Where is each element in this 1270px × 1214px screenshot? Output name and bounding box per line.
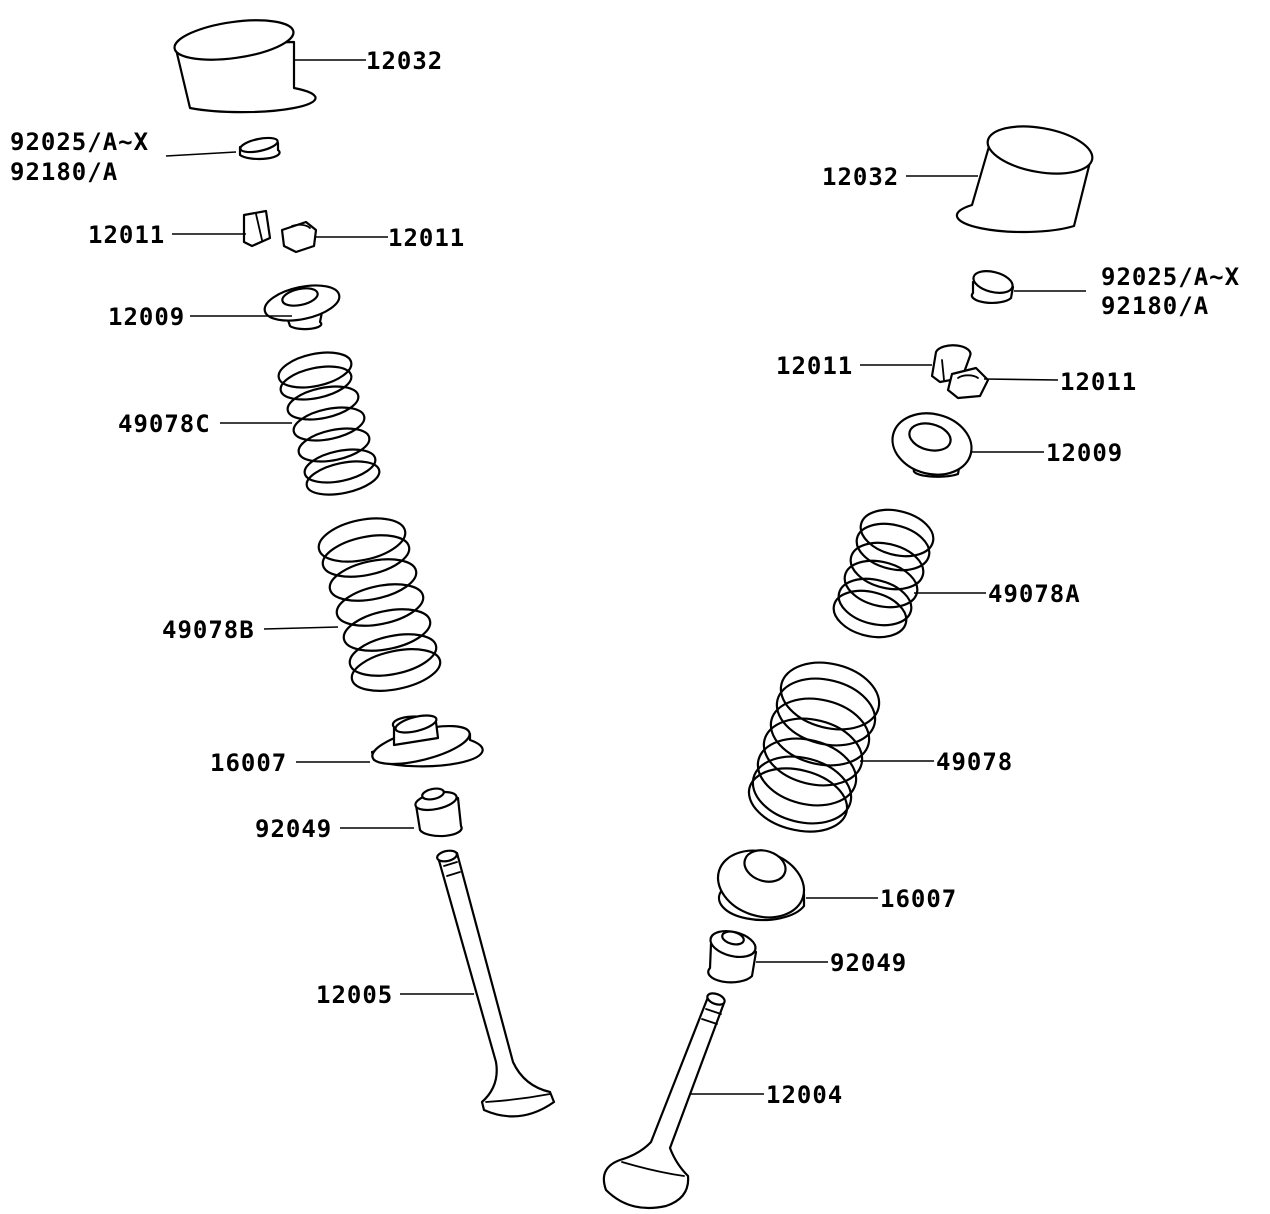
right-inner-spring	[832, 508, 935, 639]
right-retainer	[891, 412, 973, 478]
label-right-retainer: 12009	[1046, 439, 1123, 467]
left-labels: 12032 92025/A~X 92180/A 12011 12011 1200…	[10, 47, 465, 1009]
label-right-stem-seal: 92049	[830, 949, 907, 977]
left-spring-seat	[370, 714, 484, 768]
left-cotters	[242, 209, 318, 254]
label-left-shim-line1: 92025/A~X	[10, 128, 149, 156]
label-left-cotter-left: 12011	[88, 221, 165, 249]
label-right-inner-spring: 49078A	[988, 580, 1081, 608]
label-left-cotter-right: 12011	[388, 224, 465, 252]
left-inner-spring	[277, 351, 381, 496]
label-left-tappet: 12032	[366, 47, 443, 75]
left-stem-seal	[414, 787, 463, 838]
label-left-retainer: 12009	[108, 303, 185, 331]
label-left-stem-seal: 92049	[255, 815, 332, 843]
left-retainer	[263, 284, 341, 331]
left-valve	[436, 849, 556, 1118]
label-left-outer-spring: 49078B	[162, 616, 255, 644]
right-stem-seal	[707, 929, 758, 984]
right-outer-spring	[747, 661, 881, 833]
right-cotters	[930, 344, 990, 400]
label-right-spring-seat: 16007	[880, 885, 957, 913]
left-outer-spring	[317, 517, 442, 692]
right-labels: 12032 92025/A~X 92180/A 12011 12011 1200…	[766, 163, 1240, 1109]
label-right-valve: 12004	[766, 1081, 843, 1109]
right-valve	[602, 992, 726, 1210]
label-left-inner-spring: 49078C	[118, 410, 211, 438]
label-left-shim-line2: 92180/A	[10, 158, 118, 186]
right-shim	[970, 270, 1015, 305]
label-right-shim-line2: 92180/A	[1101, 292, 1209, 320]
label-right-tappet: 12032	[822, 163, 899, 191]
leader-lines	[165, 59, 1086, 1095]
label-right-outer-spring: 49078	[936, 748, 1013, 776]
label-right-cotter-right: 12011	[1060, 368, 1137, 396]
right-tappet	[955, 125, 1094, 234]
left-tappet	[173, 19, 317, 114]
label-left-spring-seat: 16007	[210, 749, 287, 777]
label-right-cotter-left: 12011	[776, 352, 853, 380]
left-shim	[238, 136, 281, 161]
label-left-valve: 12005	[316, 981, 393, 1009]
right-spring-seat	[716, 849, 806, 922]
label-right-shim-line1: 92025/A~X	[1101, 263, 1240, 291]
